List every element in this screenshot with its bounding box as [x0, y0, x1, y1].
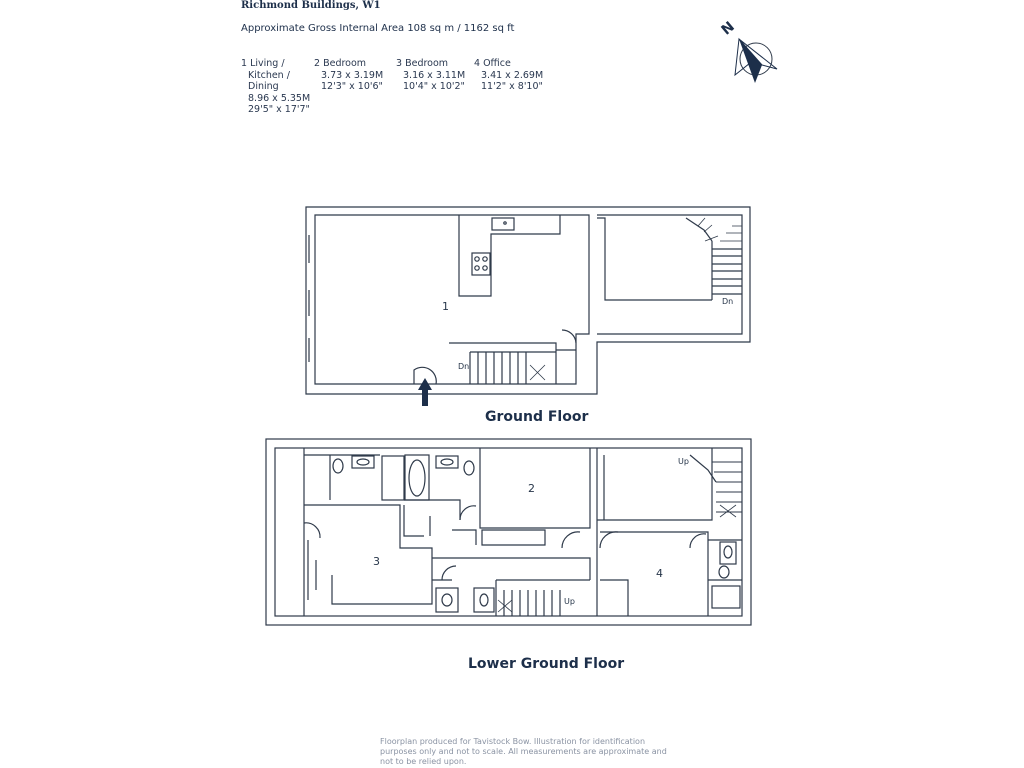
room-schedule-1: 1 Living / Kitchen / Dining 8.96 x 5.35M…	[241, 58, 310, 116]
room-number: 2	[314, 58, 321, 69]
room-label-2: 2	[528, 482, 535, 495]
room-schedule-3: 3 Bedroom 3.16 x 3.11M 10'4" x 10'2"	[396, 58, 465, 93]
room-number: 1	[241, 58, 248, 69]
property-title: Richmond Buildings, W1	[241, 0, 381, 11]
room-imperial: 11'2" x 8'10"	[481, 81, 543, 93]
lower-ground-floor-label: Lower Ground Floor	[468, 656, 625, 672]
room-schedule-2: 2 Bedroom 3.73 x 3.19M 12'3" x 10'6"	[314, 58, 383, 93]
room-name: Bedroom	[405, 58, 449, 69]
room-label-1: 1	[442, 300, 449, 313]
stair-label-up: Up	[678, 457, 689, 466]
room-name: Bedroom	[323, 58, 367, 69]
compass-rose-icon: N	[719, 19, 778, 83]
gross-area: Approximate Gross Internal Area 108 sq m…	[241, 23, 515, 34]
room-metric: 3.16 x 3.11M	[403, 69, 466, 81]
room-metric: 3.73 x 3.19M	[321, 69, 384, 81]
room-name: Living /	[250, 58, 285, 69]
compass-north-label: N	[719, 19, 738, 39]
room-number: 4	[474, 58, 481, 69]
room-label-3: 3	[373, 555, 380, 568]
room-metric: 3.41 x 2.69M	[481, 69, 544, 81]
disclaimer-text: Floorplan produced for Tavistock Bow. Il…	[380, 737, 667, 766]
room-name: Office	[483, 58, 511, 69]
room-imperial: 29'5" x 17'7"	[248, 104, 310, 116]
room-name: Kitchen /	[248, 69, 290, 81]
room-schedule-4: 4 Office 3.41 x 2.69M 11'2" x 8'10"	[474, 58, 543, 93]
stair-label-dn: Dn	[458, 362, 470, 371]
ground-floor-label: Ground Floor	[485, 409, 589, 425]
room-imperial: 10'4" x 10'2"	[403, 81, 465, 93]
room-number: 3	[396, 58, 403, 69]
room-name: Dining	[248, 81, 279, 93]
room-label-4: 4	[656, 567, 663, 580]
room-imperial: 12'3" x 10'6"	[321, 81, 383, 93]
stair-label-up: Up	[564, 597, 575, 606]
stair-label-dn: Dn	[722, 297, 734, 306]
room-metric: 8.96 x 5.35M	[248, 92, 311, 104]
